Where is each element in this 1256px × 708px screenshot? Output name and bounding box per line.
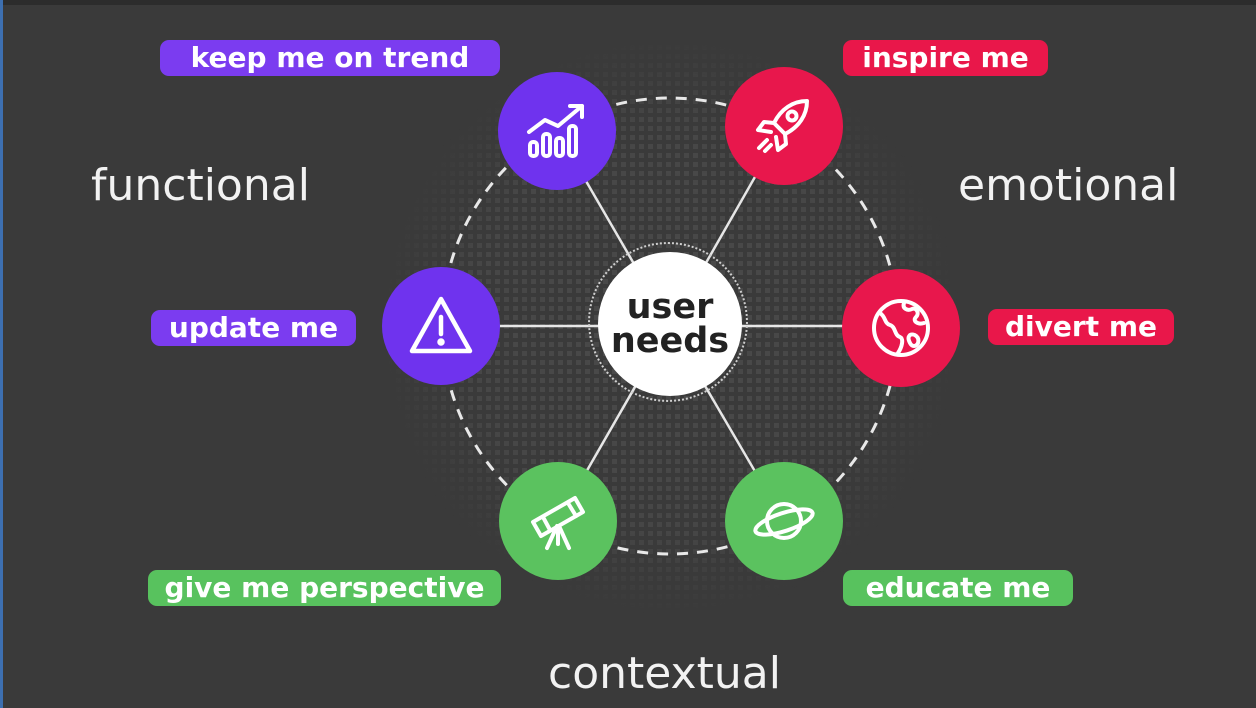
rocket-icon [756, 99, 809, 153]
category-contextual: contextual [548, 648, 781, 699]
node-educate-me [725, 462, 843, 580]
top-edge [0, 0, 1256, 5]
label-inspire-me: inspire me [843, 40, 1048, 76]
node-give-me-perspective [499, 462, 617, 580]
warning-icon [409, 296, 473, 354]
node-divert-me [842, 269, 960, 387]
trending-chart-icon [527, 104, 584, 158]
category-emotional: emotional [958, 160, 1179, 211]
label-divert-me: divert me [988, 309, 1174, 345]
label-update-me: update me [151, 310, 356, 346]
hub-dotted-ring [588, 242, 748, 402]
hub-user-needs: user needs [598, 252, 742, 396]
label-give-me-perspective: give me perspective [148, 570, 501, 606]
node-keep-me-on-trend [498, 72, 616, 190]
hub-line-1: user [626, 287, 714, 327]
left-edge [0, 0, 3, 708]
globe-icon [872, 299, 930, 357]
telescope-icon [531, 496, 585, 550]
planet-icon [753, 502, 815, 540]
label-keep-me-on-trend: keep me on trend [160, 40, 500, 76]
node-inspire-me [725, 67, 843, 185]
label-educate-me: educate me [843, 570, 1073, 606]
category-functional: functional [91, 160, 310, 211]
node-update-me [382, 267, 500, 385]
hub-line-2: needs [610, 321, 730, 361]
